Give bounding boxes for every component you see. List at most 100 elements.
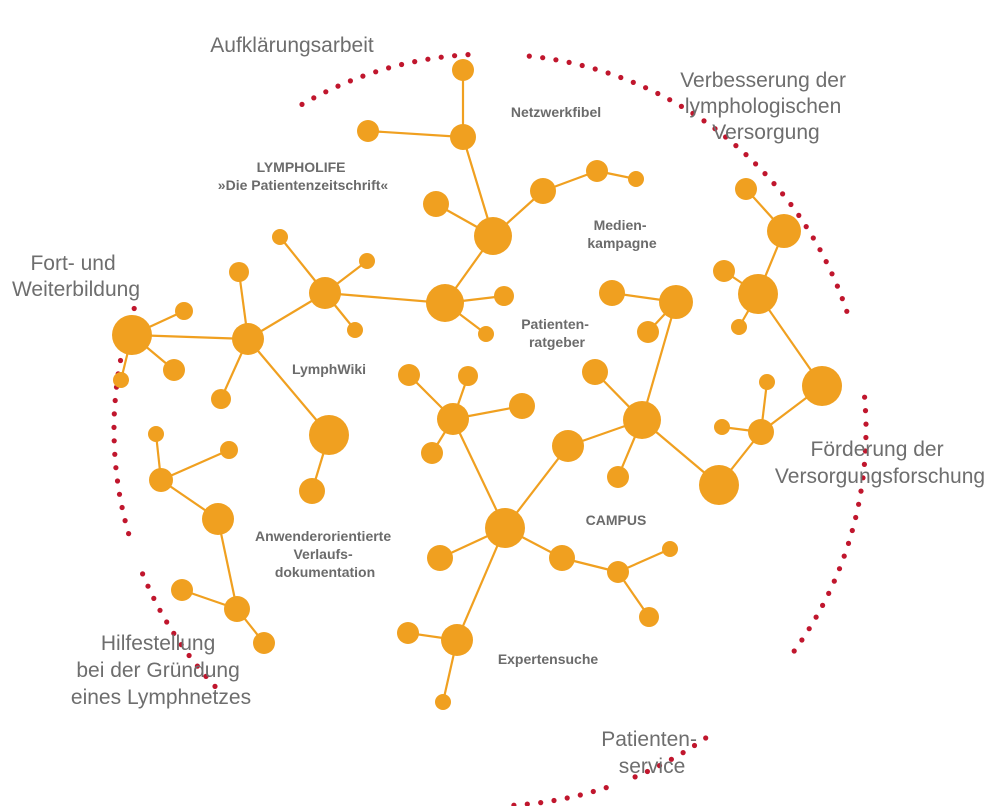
ring-dot (112, 397, 118, 404)
ring-dot (836, 566, 843, 572)
ring-dot (701, 118, 707, 124)
ring-dot (853, 514, 859, 521)
ring-dot (299, 101, 305, 107)
ring-dot (810, 235, 816, 241)
ring-dot (311, 95, 317, 101)
ring-dot (841, 553, 847, 559)
ring-dot (117, 357, 124, 364)
ring-dot (194, 663, 200, 669)
label-netzwerkfibel: Netzwerkfibel (511, 104, 601, 120)
network-node (299, 478, 325, 504)
ring-dot (112, 451, 118, 457)
ring-dot (164, 619, 170, 625)
ring-dot (347, 78, 353, 84)
ring-dot (140, 571, 146, 577)
network-node (175, 302, 193, 320)
ring-dot (771, 181, 777, 187)
network-node (599, 280, 625, 306)
ring-dot (712, 126, 718, 132)
network-node (552, 430, 584, 462)
ring-dot (803, 224, 809, 230)
network-node (347, 322, 363, 338)
ring-dot (844, 308, 850, 314)
label-anwenderorientierte-verlaufsdokumentation: Anwenderorientierte Verlaufs- dokumentat… (255, 528, 395, 580)
ring-dot (723, 134, 729, 140)
ring-dot (590, 788, 596, 795)
ring-dot (412, 59, 418, 65)
ring-dot (845, 540, 852, 547)
network-node (485, 508, 525, 548)
network-node (163, 359, 185, 381)
ring-dot (566, 59, 572, 65)
ring-dot (603, 785, 609, 791)
network-node (202, 503, 234, 535)
ring-dot (643, 85, 649, 91)
network-node (637, 321, 659, 343)
ring-dot (399, 61, 405, 68)
ring-dot (817, 247, 823, 253)
label-foerderung-versorgungsforschung: Förderung der Versorgungsforschung (775, 438, 985, 488)
ring-dot (796, 212, 802, 218)
ring-dot (425, 56, 431, 62)
network-node (735, 178, 757, 200)
network-edge (452, 418, 506, 529)
ring-dot (834, 283, 841, 289)
network-node (211, 389, 231, 409)
ring-dot (668, 756, 675, 762)
ring-dot (762, 171, 768, 177)
ring-dot (114, 478, 121, 484)
network-node (607, 466, 629, 488)
ring-dot (826, 590, 832, 597)
network-node (474, 217, 512, 255)
ring-dot (791, 648, 797, 654)
ring-dot (780, 191, 786, 197)
network-node (427, 545, 453, 571)
ring-dot (860, 475, 866, 481)
network-node (549, 545, 575, 571)
ring-dot (126, 531, 132, 537)
ring-dot (861, 461, 868, 467)
network-node (112, 315, 152, 355)
ring-dot (849, 527, 855, 534)
network-node (509, 393, 535, 419)
ring-dot (373, 69, 379, 75)
ring-dot (111, 424, 117, 430)
ring-dot (111, 438, 117, 444)
ring-dot (858, 488, 864, 494)
ring-dot (178, 642, 184, 648)
network-node (731, 319, 747, 335)
network-node (478, 326, 494, 342)
ring-dot (579, 62, 585, 69)
label-patientenservice: Patienten- service (601, 728, 703, 778)
ring-dot (733, 143, 739, 149)
network-node (229, 262, 249, 282)
ring-dot (122, 518, 128, 524)
network-node (586, 160, 608, 182)
ring-dot (540, 55, 546, 61)
network-node (628, 171, 644, 187)
label-lymphwiki: LymphWiki (292, 361, 366, 377)
network-node (398, 364, 420, 386)
ring-dot (862, 394, 868, 400)
ring-dot (157, 607, 163, 613)
network-node (530, 178, 556, 204)
label-hilfestellung-lymphnetz: Hilfestellung bei der Gründung eines Lym… (71, 632, 251, 709)
network-node (802, 366, 842, 406)
network-node (357, 120, 379, 142)
ring-dot (116, 491, 123, 497)
ring-dot (856, 501, 862, 507)
ring-dot (592, 66, 598, 72)
ring-dot (667, 97, 673, 103)
ring-dot (171, 630, 177, 637)
label-medienkampagne: Medien- kampagne (587, 217, 656, 251)
ring-dot (632, 774, 638, 780)
network-node (767, 214, 801, 248)
network-edge (455, 527, 507, 641)
ring-dot (526, 53, 532, 59)
ring-dot (829, 271, 835, 277)
ring-dot (862, 448, 869, 454)
network-edge (640, 301, 678, 421)
network-node (149, 468, 173, 492)
ring-dot (655, 90, 661, 97)
